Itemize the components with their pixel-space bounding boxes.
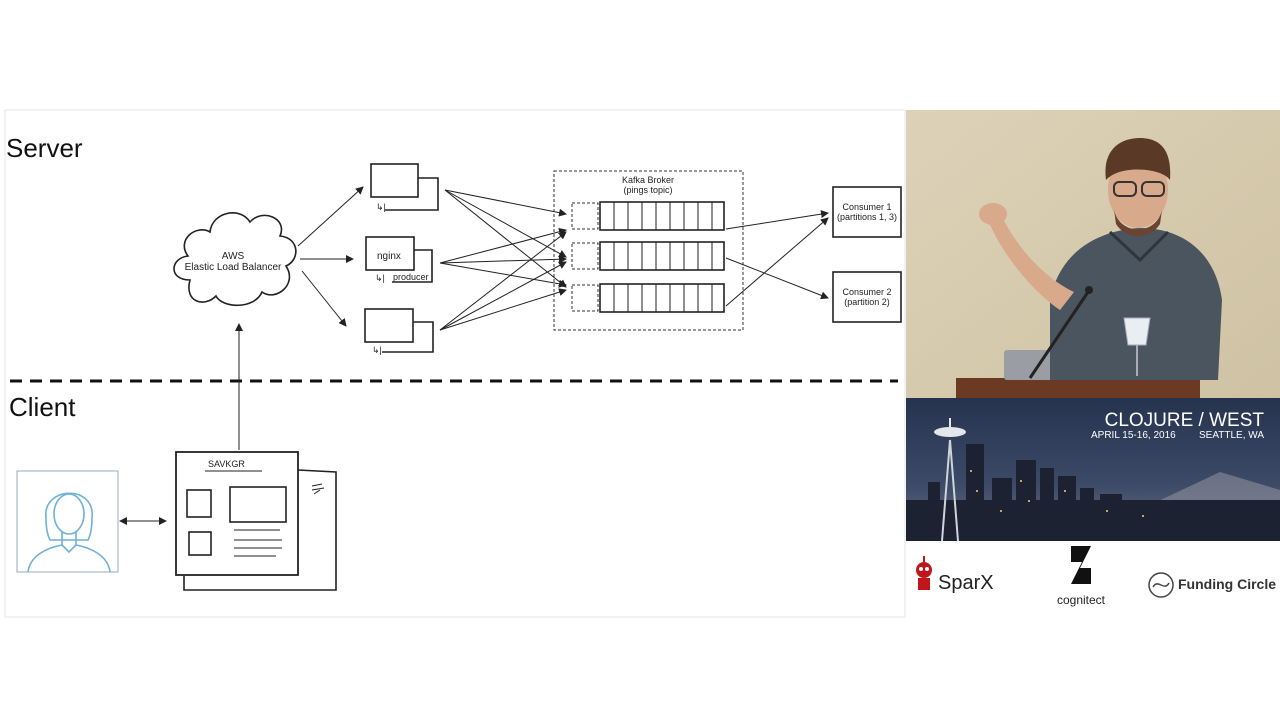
browser-header: SAVKGR [208, 459, 245, 469]
event-title: CLOJURE / WEST [1105, 410, 1265, 431]
partition-3 [571, 283, 725, 313]
partition-2 [571, 241, 725, 271]
elb-to-server3-arrow [301, 270, 347, 327]
consumer-2: Consumer 2 (partition 2) [832, 271, 902, 323]
server-nginx: nginx ↳| producer [365, 236, 433, 283]
consumer2-line1: Consumer 2 [842, 287, 891, 297]
sparx-logo: SparX [916, 556, 994, 594]
kafka-broker: Kafka Broker (pings topic) [553, 170, 744, 331]
consumer1-line2: (partitions 1, 3) [837, 212, 897, 222]
client-label: Client [9, 392, 76, 422]
server1-mark: ↳| [376, 202, 386, 212]
p1-to-consumer1-arrow [725, 210, 829, 230]
consumer1-line1: Consumer 1 [842, 202, 891, 212]
kafka-title: Kafka Broker [622, 175, 674, 185]
nginx-label: nginx [377, 251, 401, 262]
slide: Server Client AWS Elastic Load Balancer … [4, 109, 906, 618]
speaker-video [906, 110, 1280, 400]
cognitect-logo: cognitect [1057, 546, 1106, 607]
browser-sketch: SAVKGR [175, 451, 337, 591]
sparx-name: SparX [938, 572, 994, 594]
server-label: Server [6, 133, 83, 163]
event-date: APRIL 15-16, 2016 [1091, 430, 1176, 441]
p3-to-consumer1-arrow [725, 217, 829, 307]
server-1: ↳| [370, 163, 439, 212]
producer-label: producer [393, 272, 429, 282]
elb-cloud: AWS Elastic Load Balancer [173, 212, 297, 306]
event-location: SEATTLE, WA [1199, 430, 1264, 441]
funding-circle-name: Funding Circle [1178, 576, 1276, 592]
funding-circle-logo: Funding Circle [1148, 572, 1276, 598]
elb-to-server1-arrow [297, 186, 364, 247]
p2-to-consumer2-arrow [725, 257, 829, 300]
consumer-1: Consumer 1 (partitions 1, 3) [832, 186, 902, 238]
elb-line2: Elastic Load Balancer [185, 262, 282, 273]
partition-1 [571, 201, 725, 231]
producer-arrows [439, 189, 567, 331]
consumer2-line2: (partition 2) [844, 297, 890, 307]
elb-line1: AWS [222, 251, 245, 262]
cognitect-name: cognitect [1057, 593, 1106, 607]
sponsors-bar: SparX cognitect Funding Circle [906, 541, 1280, 617]
event-banner: CLOJURE / WEST APRIL 15-16, 2016 SEATTLE… [906, 398, 1280, 542]
server-3: ↳| [364, 308, 434, 355]
server2-mark: ↳| [375, 273, 385, 283]
user-avatar [16, 470, 119, 573]
kafka-subtitle: (pings topic) [623, 185, 672, 195]
space-needle [934, 418, 966, 542]
server3-mark: ↳| [372, 345, 382, 355]
